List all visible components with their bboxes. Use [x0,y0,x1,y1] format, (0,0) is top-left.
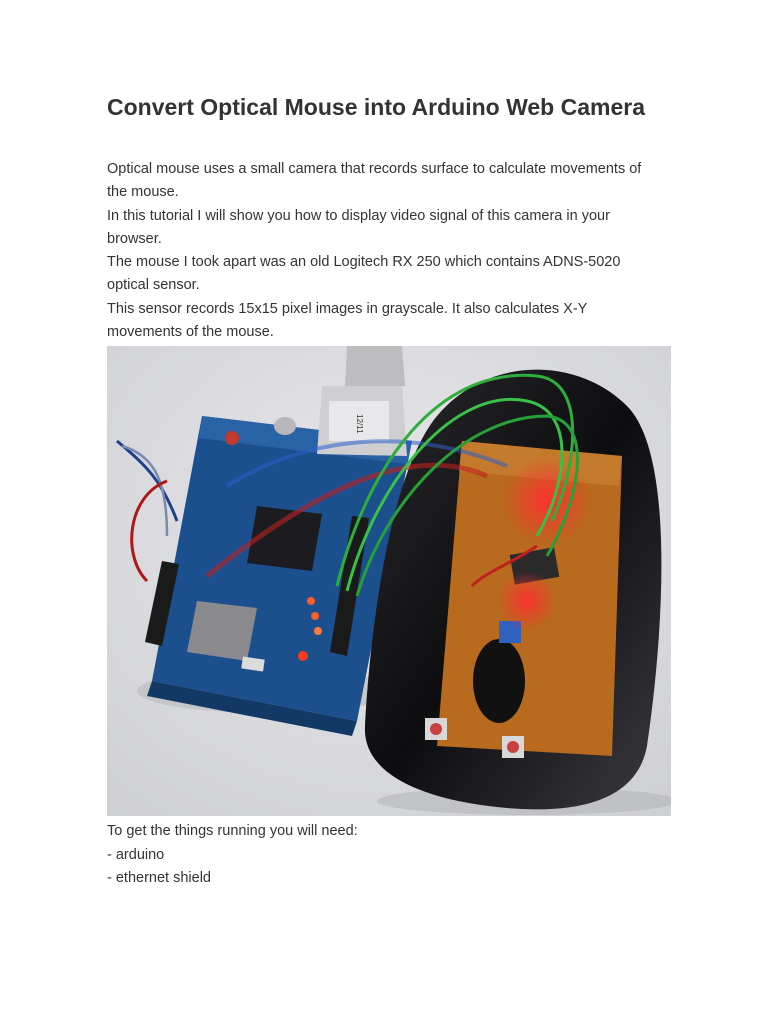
article: Convert Optical Mouse into Arduino Web C… [107,92,671,890]
intro-line: optical sensor. [107,277,200,294]
requirements: To get the things running you will need:… [107,820,671,890]
intro-line: the mouse. [107,184,179,201]
intro-line: This sensor records 15x15 pixel images i… [107,300,588,317]
intro-line: Optical mouse uses a small camera that r… [107,161,642,177]
jack-label: 12/11 [355,414,364,434]
ethernet-jack: 12/11 [317,346,407,457]
intro-line: The mouse I took apart was an old Logite… [107,254,621,271]
intro-line: In this tutorial I will show you how to … [107,207,610,224]
intro-paragraph: Optical mouse uses a small camera that r… [107,158,671,344]
requirement-item: - ethernet shield [107,869,211,886]
intro-line: browser. [107,230,162,247]
mouse-arduino-photo: 12/11 [107,346,671,817]
intro-line: movements of the mouse. [107,324,274,341]
article-title: Convert Optical Mouse into Arduino Web C… [107,94,646,120]
requirements-intro: To get the things running you will need: [107,823,358,840]
mouse-shell [364,370,662,810]
requirement-item: - arduino [107,846,165,863]
